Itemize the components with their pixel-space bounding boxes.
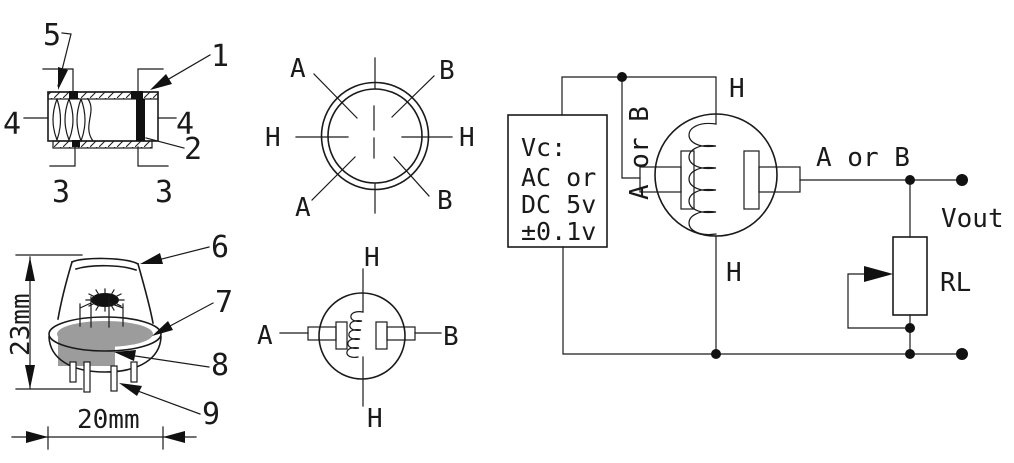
- circuit-sensor-body: [654, 113, 778, 237]
- lead-pad-top-right: [131, 91, 143, 99]
- symbol-h-bottom-label: H: [367, 404, 383, 434]
- pin-b-top-label: B: [439, 56, 455, 86]
- base-ring-top: [48, 316, 162, 352]
- symbol-a-label: A: [257, 321, 273, 351]
- pin-2: [83, 361, 91, 393]
- test-circuit: Vc: AC or DC 5v ±0.1v A or B H A or B Vo…: [507, 72, 1004, 360]
- circuit-h-top-label: H: [729, 74, 745, 104]
- junction-top: [617, 72, 627, 82]
- pin-layout-top-view: A B H H A B: [265, 54, 475, 223]
- sensor-schematic-symbol: H A B H: [257, 243, 459, 434]
- lead-pad-top-left: [69, 91, 78, 99]
- part-label-6: 6: [211, 230, 229, 265]
- part-label-5: 5: [43, 18, 61, 53]
- part-label-9: 9: [202, 397, 220, 432]
- lead-wires: [42, 68, 169, 167]
- part-label-4-right: 4: [176, 107, 194, 142]
- arrow-8: [114, 350, 136, 361]
- pin-h-right-label: H: [459, 123, 475, 153]
- base-ring-bottom: [48, 336, 162, 373]
- symbol-lead-block-a: [307, 326, 337, 341]
- height-arrow-down: [25, 365, 35, 389]
- electrode-bar: [136, 99, 145, 141]
- vc-line-2: AC or: [521, 163, 596, 192]
- leader-8: [121, 353, 210, 368]
- part-label-7: 7: [215, 285, 233, 320]
- element-spikes: [85, 288, 125, 312]
- arrow-9: [119, 383, 142, 396]
- arrow-1: [150, 74, 172, 90]
- symbol-body: [318, 292, 406, 380]
- leader-2: [145, 137, 185, 149]
- vc-line-1: Vc:: [521, 133, 566, 162]
- arrow-7: [152, 321, 173, 336]
- symbol-leads: [279, 268, 442, 407]
- wiper-arrow: [864, 266, 893, 282]
- part-label-3-right: 3: [155, 175, 173, 210]
- heater-coil: [346, 311, 364, 358]
- ceramic-heater-coil: [52, 98, 94, 143]
- arrow-5: [58, 67, 68, 90]
- symbol-b-label: B: [443, 322, 459, 352]
- symbol-electrode-a: [335, 321, 348, 350]
- width-arrow-left: [163, 431, 185, 443]
- pin-4: [130, 361, 138, 383]
- sensor-package-view: 23mm 20mm 6 7 8 9: [6, 230, 233, 450]
- symbol-lead-block-b: [386, 326, 416, 341]
- height-arrow-up: [25, 257, 35, 281]
- junction-output: [905, 175, 915, 185]
- circuit-heater-coil: [688, 122, 717, 236]
- lead-pad-bottom-left: [72, 140, 80, 147]
- symbol-h-top-label: H: [364, 243, 380, 273]
- pin-a-bottom-label: A: [295, 193, 311, 223]
- width-dim-label: 20mm: [77, 405, 140, 435]
- width-arrow-right: [26, 431, 48, 443]
- vout-label: Vout: [941, 204, 1004, 234]
- part-label-2: 2: [184, 132, 202, 167]
- pin-lines: [295, 57, 453, 214]
- input-a-or-b-label: A or B: [625, 106, 655, 200]
- vc-line-4: ±0.1v: [521, 217, 596, 246]
- load-resistor: [892, 236, 928, 316]
- circuit-electrode-right: [743, 150, 760, 210]
- mesh-cap-outline: [57, 257, 154, 324]
- pin-a-top-label: A: [290, 54, 306, 84]
- circuit-wires: [561, 76, 963, 355]
- part-label-1: 1: [211, 39, 229, 74]
- pin-3: [110, 365, 118, 392]
- rl-label: RL: [940, 268, 971, 298]
- terminal-vout-bottom: [956, 348, 968, 360]
- tube-top-electrode-layer: [47, 91, 159, 100]
- output-a-or-b-label: A or B: [816, 143, 910, 173]
- tube-cross-section-view: 5 1 4 4 2 3 3: [3, 18, 229, 210]
- part-label-8: 8: [211, 348, 229, 383]
- pin-h-left-label: H: [265, 123, 281, 153]
- support-posts: [79, 296, 124, 328]
- pin-b-bottom-label: B: [437, 186, 453, 216]
- pin-1: [69, 361, 77, 383]
- junction-wiper: [905, 323, 915, 333]
- circuit-h-bottom-label: H: [726, 258, 742, 288]
- junction-h-bottom: [711, 349, 721, 359]
- vc-line-3: DC 5v: [521, 190, 596, 219]
- circuit-electrode-left: [680, 150, 695, 210]
- part-label-3-left: 3: [52, 175, 70, 210]
- symbol-electrode-b: [375, 321, 388, 350]
- power-supply-box: [507, 114, 608, 248]
- circuit-lead-block-right: [758, 166, 801, 193]
- wiper-wire: [847, 273, 911, 329]
- height-dim-label: 23mm: [6, 293, 36, 356]
- junction-rl-bottom: [905, 349, 915, 359]
- tube-bottom-electrode-layer: [52, 140, 153, 149]
- terminal-vout-top: [956, 174, 968, 186]
- arrow-6: [140, 253, 163, 264]
- part-label-4-left: 4: [3, 107, 21, 142]
